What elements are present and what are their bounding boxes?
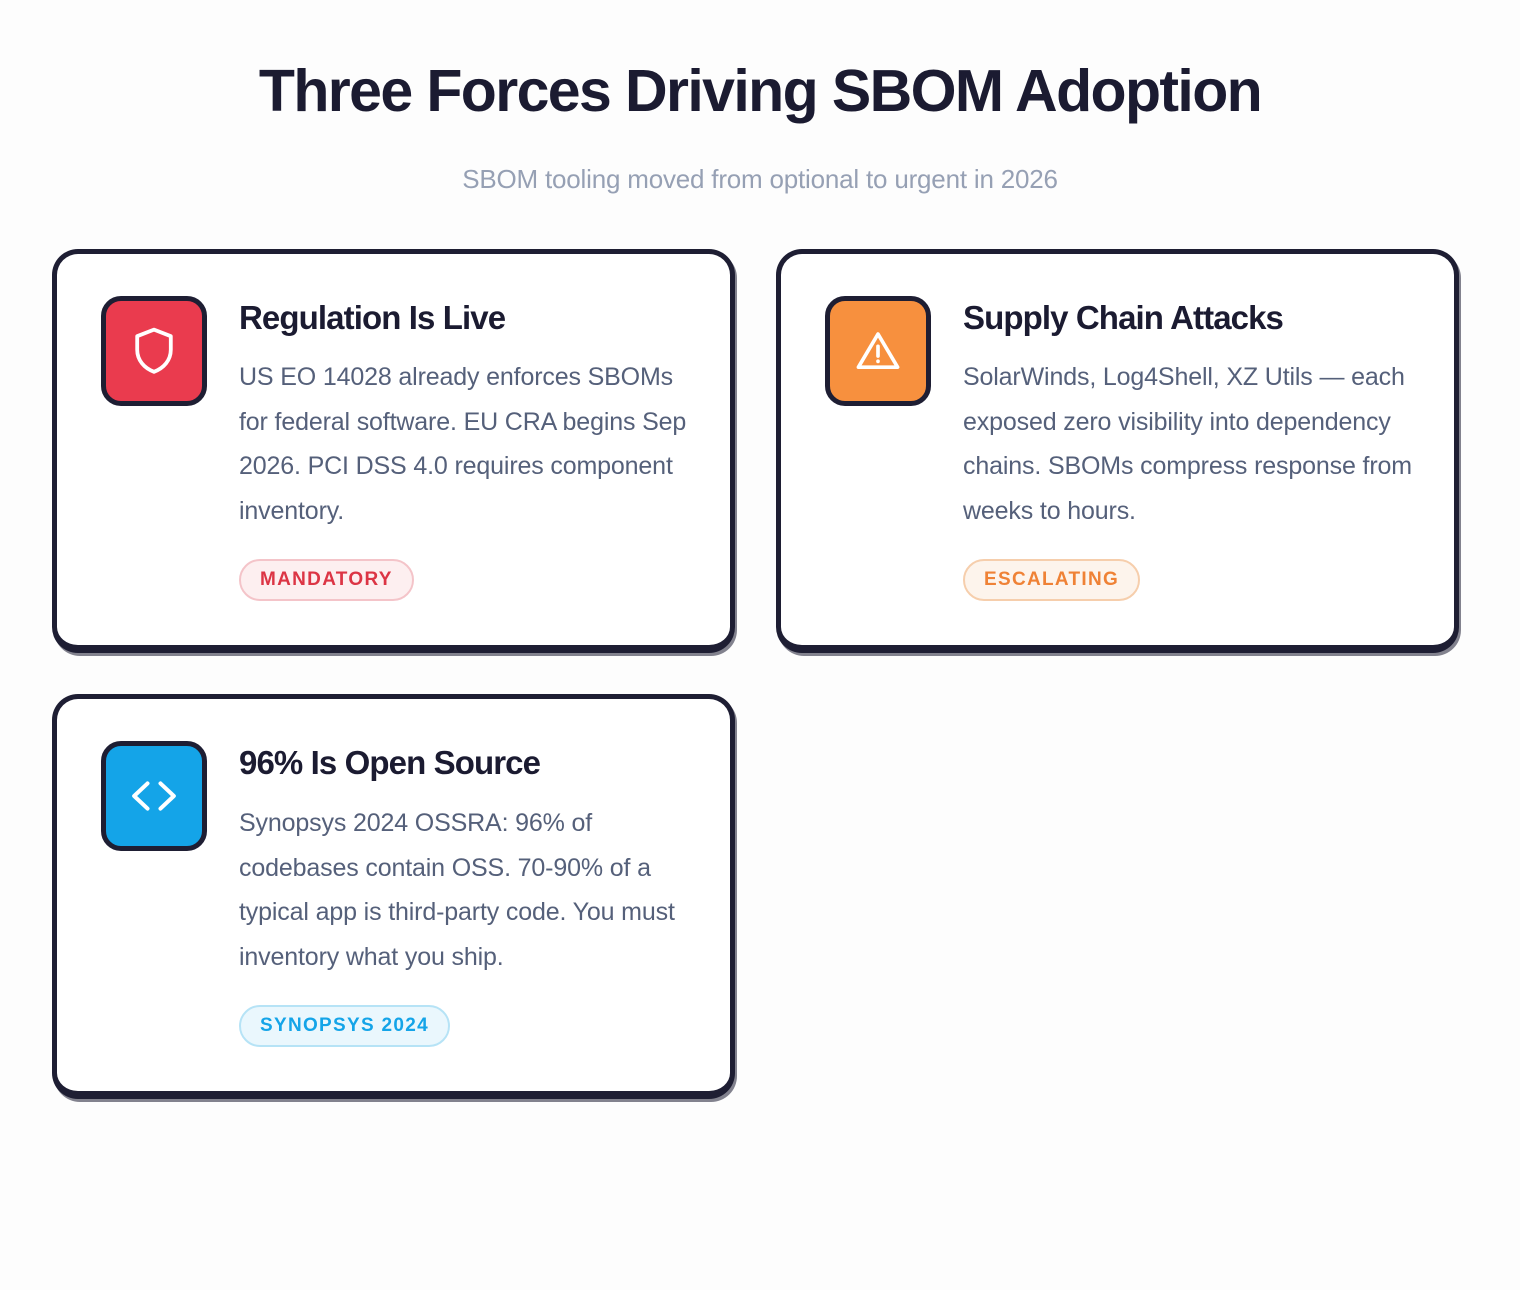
status-badge: SYNOPSYS 2024 — [239, 1005, 450, 1048]
force-card-regulation[interactable]: Regulation Is Live US EO 14028 already e… — [52, 248, 735, 654]
page-header: Three Forces Driving SBOM Adoption SBOM … — [0, 0, 1520, 195]
shield-icon — [101, 295, 207, 406]
card-description: Synopsys 2024 OSSRA: 96% of codebases co… — [239, 809, 675, 971]
card-body: 96% Is Open Source Synopsys 2024 OSSRA: … — [239, 741, 690, 1048]
page-title: Three Forces Driving SBOM Adoption — [258, 58, 1263, 124]
status-badge: ESCALATING — [963, 559, 1141, 602]
force-card-supply-chain[interactable]: Supply Chain Attacks SolarWinds, Log4She… — [776, 248, 1459, 654]
card-title: 96% Is Open Source — [239, 744, 541, 782]
card-title: Supply Chain Attacks — [963, 298, 1284, 336]
card-title: Regulation Is Live — [239, 298, 506, 336]
badge-row: SYNOPSYS 2024 — [239, 1005, 690, 1048]
card-body: Regulation Is Live US EO 14028 already e… — [239, 296, 690, 602]
page-subtitle: SBOM tooling moved from optional to urge… — [462, 163, 1058, 194]
badge-row: MANDATORY — [239, 559, 690, 602]
card-description: SolarWinds, Log4Shell, XZ Utils — each e… — [963, 363, 1412, 525]
force-card-grid: Regulation Is Live US EO 14028 already e… — [0, 248, 1520, 1100]
card-description: US EO 14028 already enforces SBOMs for f… — [239, 363, 687, 525]
force-card-open-source[interactable]: 96% Is Open Source Synopsys 2024 OSSRA: … — [52, 694, 735, 1100]
warning-triangle-icon — [825, 295, 931, 406]
status-badge: MANDATORY — [239, 559, 414, 602]
code-brackets-icon — [101, 741, 207, 852]
badge-row: ESCALATING — [963, 559, 1414, 602]
card-body: Supply Chain Attacks SolarWinds, Log4She… — [963, 296, 1414, 602]
